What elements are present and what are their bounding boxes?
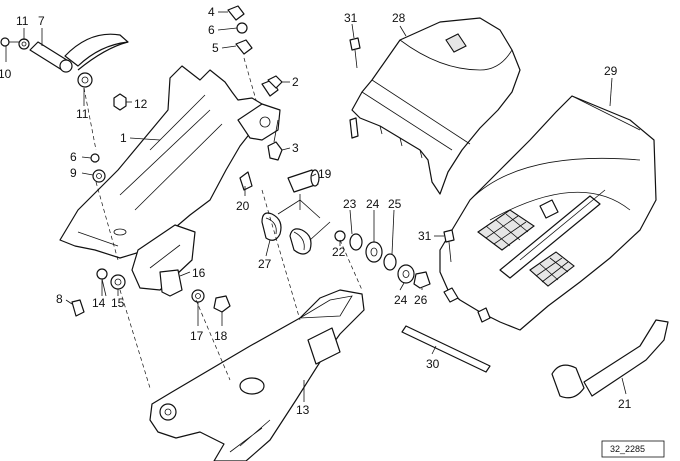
callout-17: 17 bbox=[190, 329, 204, 343]
callout-27: 27 bbox=[258, 257, 272, 271]
callout-21: 21 bbox=[618, 397, 632, 411]
reference-code: 32_2285 bbox=[610, 444, 645, 454]
callout-6-left: 6 bbox=[70, 150, 77, 164]
part-13-arm bbox=[149, 289, 365, 461]
callout-29: 29 bbox=[604, 64, 618, 78]
callout-15: 15 bbox=[111, 296, 125, 310]
callout-25: 25 bbox=[388, 197, 402, 211]
callout-24-lower: 24 bbox=[394, 293, 408, 307]
callout-9: 9 bbox=[70, 166, 77, 180]
part-30-strip bbox=[401, 325, 491, 373]
callout-3: 3 bbox=[292, 141, 299, 155]
callout-10: 10 bbox=[0, 67, 12, 81]
callout-labels: 11 7 10 11 12 1 6 9 4 6 5 2 3 20 19 27 2… bbox=[0, 5, 632, 417]
callout-12: 12 bbox=[134, 97, 148, 111]
callout-19: 19 bbox=[318, 167, 332, 181]
assembly-guides bbox=[83, 57, 363, 389]
callout-31-upper: 31 bbox=[344, 11, 358, 25]
callout-7: 7 bbox=[38, 14, 45, 28]
part-19-20-27-spring bbox=[239, 169, 331, 255]
callout-13: 13 bbox=[296, 403, 310, 417]
callout-31-lower: 31 bbox=[418, 229, 432, 243]
part-28-upper-cover bbox=[349, 17, 521, 195]
callout-8: 8 bbox=[56, 292, 63, 306]
callout-22: 22 bbox=[332, 245, 346, 259]
callout-18: 18 bbox=[214, 329, 228, 343]
callout-26: 26 bbox=[414, 293, 428, 307]
callout-2: 2 bbox=[292, 75, 299, 89]
callout-5: 5 bbox=[212, 41, 219, 55]
callout-6-top: 6 bbox=[208, 23, 215, 37]
callout-30: 30 bbox=[426, 357, 440, 371]
callout-20: 20 bbox=[236, 199, 250, 213]
part-31-clip-upper bbox=[349, 37, 361, 69]
callout-4: 4 bbox=[208, 5, 215, 19]
callout-16: 16 bbox=[192, 266, 206, 280]
part-7-rod bbox=[0, 33, 129, 111]
part-29-lower-cover bbox=[439, 95, 657, 331]
callout-28: 28 bbox=[392, 11, 406, 25]
part-31-clip-lower bbox=[443, 229, 455, 263]
callout-24-upper: 24 bbox=[366, 197, 380, 211]
callout-11-lower: 11 bbox=[76, 107, 89, 121]
callout-1: 1 bbox=[120, 131, 127, 145]
callout-11-upper: 11 bbox=[16, 14, 29, 28]
callout-14: 14 bbox=[92, 296, 106, 310]
part-21-lever bbox=[551, 319, 669, 399]
hardware-left bbox=[90, 153, 106, 183]
callout-23: 23 bbox=[343, 197, 357, 211]
leader-lines bbox=[5, 11, 627, 402]
reference-code-box: 32_2285 bbox=[601, 440, 665, 458]
part-22-26-washers bbox=[334, 230, 431, 289]
